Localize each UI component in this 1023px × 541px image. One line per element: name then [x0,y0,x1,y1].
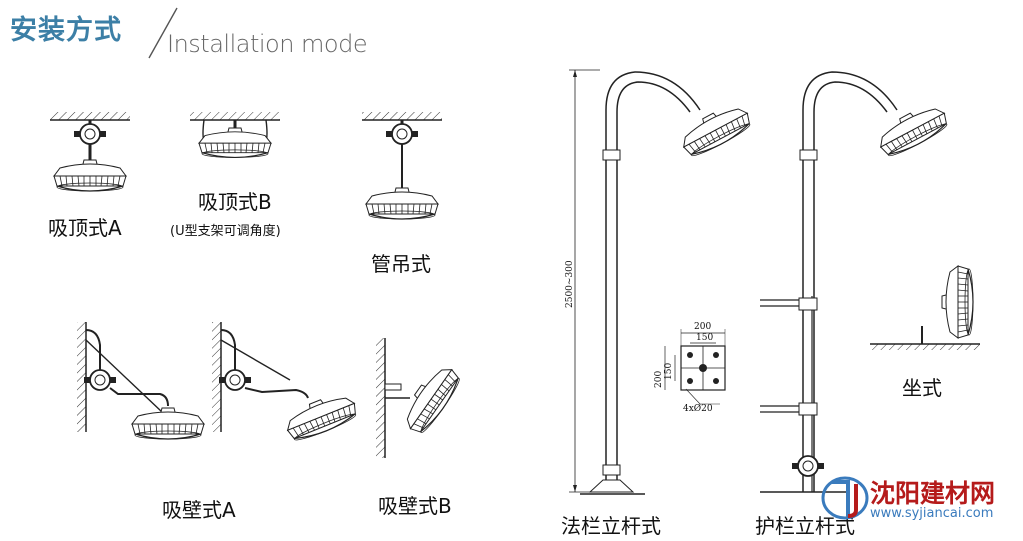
watermark-site-name: 沈阳建材网 [870,479,996,508]
watermark-logo-icon [821,476,869,520]
label-wall-mount-a: 吸壁式A [162,498,236,522]
section-title-cn: 安装方式 [10,15,122,46]
dim-base-height-inner: 150 [664,362,674,380]
diagram-wall-mount-a [77,322,205,440]
diagram-flange-pole [569,69,755,495]
label-ceiling-mount-b: 吸顶式B [198,190,272,214]
diagram-seat-mount [870,265,980,350]
dim-pole-height: 2500~300 [565,260,575,308]
diagram-ceiling-mount-b [190,112,280,159]
dim-base-height-outer: 200 [654,370,664,388]
label-ceiling-mount-b-note: (U型支架可调角度) [170,224,281,239]
label-seat-mount: 坐式 [902,376,942,400]
label-wall-mount-b: 吸壁式B [378,494,452,518]
label-ceiling-mount-a: 吸顶式A [48,216,122,240]
dim-base-width-inner: 150 [696,333,714,343]
diagram-wall-mount-b [376,338,465,458]
diagram-pipe-pendant [362,112,442,220]
label-pipe-pendant: 管吊式 [371,252,431,276]
diagram-guardrail-pole [760,71,952,493]
diagram-ceiling-mount-a [50,112,130,192]
section-title-en: Installation mode [167,30,368,58]
label-flange-pole: 法栏立杆式 [561,514,661,538]
diagram-wall-mount-a-angled [212,322,361,445]
watermark-site-url: www.syjiancai.com [870,506,994,521]
title-divider-slash [148,7,178,59]
dim-base-width-outer: 200 [694,322,712,332]
dim-bolt-holes: 4xØ20 [683,404,713,414]
